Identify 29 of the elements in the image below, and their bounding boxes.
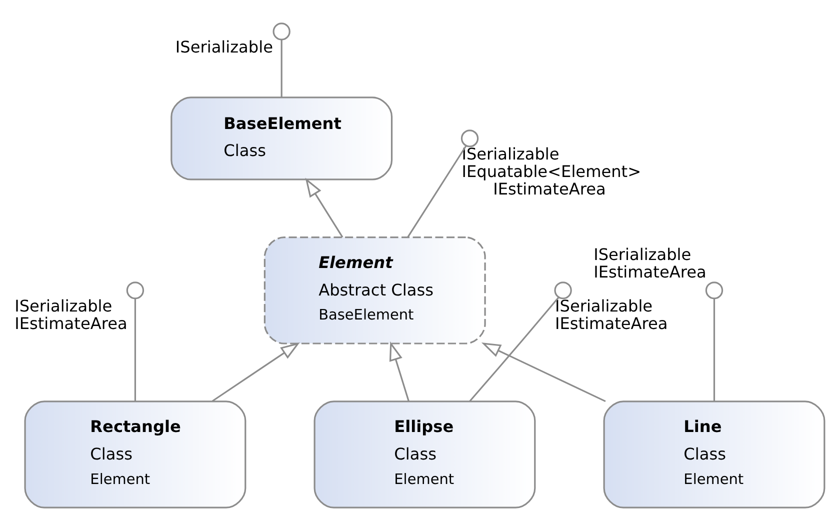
node-box: Rectangle Class Element <box>24 400 246 508</box>
connector <box>713 298 716 402</box>
connector <box>280 40 282 98</box>
node-label: ISerializable <box>462 144 560 164</box>
node-label: IEstimateArea <box>555 314 668 334</box>
node-box: Ellipse Class Element <box>314 400 536 508</box>
connector <box>134 298 136 402</box>
node-box: Element Abstract Class BaseElement <box>264 236 486 344</box>
node-box: BaseElement Class <box>170 96 393 180</box>
arrow <box>481 342 606 402</box>
node-label: ISerializable <box>594 244 692 264</box>
node-label: IEquatable<Element> <box>462 162 642 182</box>
node-circle <box>272 22 290 40</box>
connector <box>469 296 560 402</box>
node-label: ISerializable <box>175 37 273 56</box>
arrow <box>389 341 410 402</box>
node-circle <box>126 282 144 300</box>
node-box: Line Class Element <box>603 400 826 508</box>
node-circle <box>460 130 479 148</box>
node-circle <box>554 282 572 300</box>
node-label: IEstimateArea <box>14 314 128 334</box>
connector <box>407 145 467 238</box>
node-label: ISerializable <box>555 296 653 316</box>
node-label: ISerializable <box>14 296 112 316</box>
node-label: IEstimateArea <box>493 180 606 199</box>
arrow <box>305 178 344 238</box>
node-circle <box>705 282 724 300</box>
node-label: IEstimateArea <box>594 262 706 282</box>
arrow <box>212 342 300 402</box>
